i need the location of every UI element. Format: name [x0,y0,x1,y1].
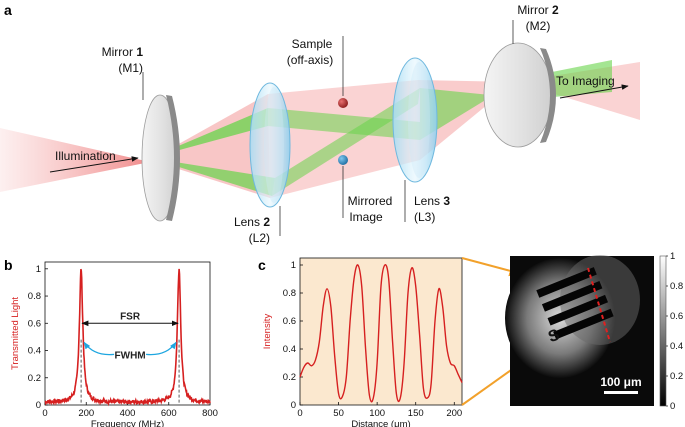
mirror-2 [483,42,556,148]
y-tick-label: 1 [36,264,41,275]
x-tick-label: 50 [333,408,344,419]
mirror1-sublabel: (M1) [118,61,143,75]
mirror2-sublabel: (M2) [526,19,551,33]
mirror-1 [141,94,180,222]
panel-label-b: b [4,257,13,273]
lens2-label: Lens 2 [234,215,270,229]
colorbar-tick-label: 0 [670,401,675,412]
x-axis-label: Distance (μm) [351,419,410,427]
illumination-beam [0,128,150,192]
x-tick-label: 200 [78,408,94,419]
green-beam-2 [150,158,275,196]
to-imaging-arrow [559,84,629,99]
x-tick-label: 100 [369,408,385,419]
x-tick-label: 0 [297,408,302,419]
mirrored-sublabel: Image [349,210,383,224]
y-tick-label: 0 [291,400,296,411]
y-tick-label: 0.4 [28,346,41,357]
plot-frame [44,261,211,406]
colorbar-tick-label: 0.8 [670,281,683,292]
mirrored-image-sphere [338,155,348,165]
y-tick-label: 0.6 [283,316,296,327]
image-bar [547,294,609,326]
y-tick-label: 0.8 [28,291,41,302]
mirror1-label: Mirror 1 [102,45,144,59]
image-bar [553,308,614,340]
fwhm-arrow-left [83,341,115,356]
lens3-label: Lens 3 [414,194,450,208]
lens3-sublabel: (L3) [414,210,435,224]
sample-label: Sample [292,37,333,51]
y-tick-label: 0 [36,400,41,411]
green-beam-3 [272,88,420,196]
green-beam-4 [268,108,420,140]
y-tick-label: 0.4 [283,344,296,355]
green-beam-5 [420,82,520,140]
lens-3 [392,57,438,183]
transmission-series [44,268,211,407]
x-tick-label: 150 [408,408,424,419]
y-tick-label: 1 [291,260,296,271]
profile-line [587,267,611,343]
image-bar [536,267,597,298]
y-axis-label: Transmitted Light [10,297,21,370]
colorbar-tick-label: 0.4 [670,341,683,352]
colorbar: 0 0.2 0.4 0.6 0.8 1 [659,251,683,412]
fsr-label: FSR [120,311,141,322]
y-tick-label: 0.6 [28,318,41,329]
sample-sphere [338,98,348,108]
x-tick-label: 600 [161,408,177,419]
scale-bar-label: 100 μm [600,375,641,389]
microscope-image: S 100 μm [505,255,654,406]
colorbar-tick-label: 0.6 [670,311,683,322]
optical-diagram [0,20,640,236]
colorbar-tick-label: 1 [670,251,675,262]
fwhm-arrow-right [146,341,177,356]
colorbar-tick-label: 0.2 [670,371,683,382]
x-tick-label: 800 [202,408,218,419]
x-tick-label: 200 [446,408,462,419]
y-tick-label: 0.2 [283,372,296,383]
to-imaging-label: To Imaging [556,74,615,88]
panel-label-c: c [258,257,266,273]
y-tick-label: 0.8 [283,288,296,299]
mirror2-label: Mirror 2 [517,3,559,17]
lens2-sublabel: (L2) [249,231,270,245]
x-tick-label: 0 [42,408,47,419]
sample-sublabel: (off-axis) [287,53,333,67]
y-tick-label: 0.2 [28,373,41,384]
y-axis-label: Intensity [262,314,273,350]
lens-2 [249,82,291,208]
image-bar [541,280,603,312]
intensity-series [299,264,463,403]
mirrored-label: Mirrored [348,194,393,208]
x-tick-label: 400 [120,408,136,419]
illumination-arrow [49,156,139,173]
scale-bar [604,391,638,394]
fwhm-label: FWHM [115,350,146,361]
illumination-label: Illumination [55,149,116,163]
x-axis-label: Frequency (MHz) [91,419,164,427]
panel-label-a: a [4,2,12,18]
